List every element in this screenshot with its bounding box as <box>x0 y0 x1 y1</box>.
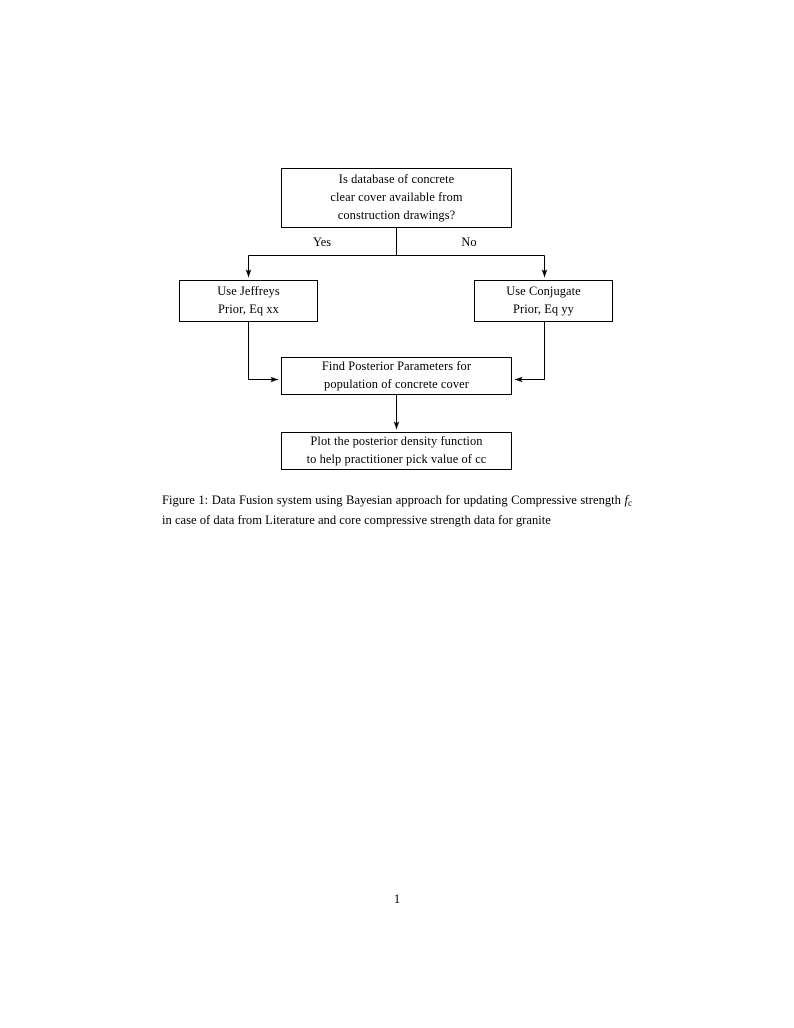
figure-caption-text-part1: Data Fusion system using Bayesian approa… <box>211 493 621 507</box>
flow-node-plot-line-1: Plot the posterior density function <box>310 434 483 449</box>
flow-node-jeffreys-line-2: Prior, Eq xx <box>218 302 279 316</box>
figure-caption-label: Figure 1: <box>162 493 209 507</box>
flow-node-decision-line-3: construction drawings? <box>337 207 456 222</box>
flow-node-plot-posterior-density: Plot the posterior density function to h… <box>281 432 512 470</box>
flow-node-decision: Is database of concrete clear cover avai… <box>281 168 512 228</box>
figure-caption-text-part2: in case of data from Literature and core… <box>162 512 551 527</box>
flow-node-find-posterior-parameters: Find Posterior Parameters for population… <box>281 357 512 395</box>
flow-node-plot-line-2: to help practitioner pick value of cc <box>306 452 487 466</box>
flow-node-decision-line-2: clear cover available from <box>330 190 463 204</box>
edge-label-yes: Yes <box>312 235 332 249</box>
math-subscript-c: c <box>627 497 633 508</box>
flowchart-connectors <box>245 228 548 430</box>
flow-node-posterior-line-2: population of concrete cover <box>324 377 469 391</box>
flow-node-jeffreys-prior: Use Jeffreys Prior, Eq xx <box>179 280 318 322</box>
figure-caption: Figure 1: Data Fusion system using Bayes… <box>162 491 632 529</box>
figure-flowchart: Is database of concrete clear cover avai… <box>0 0 794 490</box>
edge-label-no: No <box>461 235 477 249</box>
math-symbol-f: f <box>624 493 628 507</box>
flow-node-decision-line-1: Is database of concrete <box>338 172 455 187</box>
flow-node-conjugate-prior: Use Conjugate Prior, Eq yy <box>474 280 613 322</box>
edge-jeffreys-to-posterior <box>248 322 279 383</box>
edge-conjugate-to-posterior <box>514 322 545 383</box>
flow-node-conjugate-line-1: Use Conjugate <box>506 284 581 299</box>
flow-node-conjugate-line-2: Prior, Eq yy <box>513 302 574 316</box>
figure-caption-math-fc: fc <box>624 493 633 508</box>
flow-node-posterior-line-1: Find Posterior Parameters for <box>321 359 472 374</box>
page-number: 1 <box>393 892 401 906</box>
flow-node-jeffreys-line-1: Use Jeffreys <box>217 284 280 299</box>
